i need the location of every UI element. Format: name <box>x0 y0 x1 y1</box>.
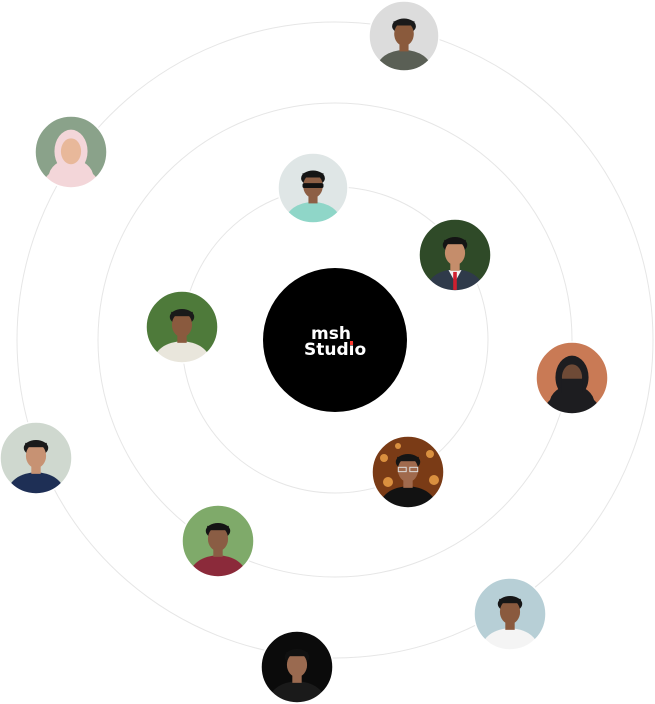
avatar-border <box>371 435 445 509</box>
avatar-sunglasses[interactable] <box>277 152 349 241</box>
avatar-shoulders <box>153 341 211 363</box>
avatar-face <box>25 443 47 469</box>
avatar-hair-fringe <box>25 442 47 448</box>
studio-logo[interactable]: msh Studio <box>263 268 407 412</box>
avatar-bokeh[interactable] <box>371 435 445 526</box>
team-avatars <box>0 0 609 704</box>
avatar-border <box>277 152 349 224</box>
avatar-shoulders <box>285 202 341 223</box>
avatar-border <box>34 115 108 189</box>
avatar-border <box>145 290 219 364</box>
logo-accent-mark <box>350 341 353 345</box>
avatar-hair-fringe <box>286 651 308 657</box>
orbit-ring-middle <box>97 102 573 578</box>
bokeh-light <box>380 454 388 462</box>
avatar-border <box>368 0 440 72</box>
avatar-hair-fringe <box>302 173 324 178</box>
avatar-border <box>473 577 547 651</box>
avatar-neck <box>177 331 187 343</box>
avatar-neck <box>403 476 413 488</box>
avatar-neck <box>399 40 409 52</box>
bokeh-light <box>429 475 439 485</box>
avatar-tie <box>453 271 457 290</box>
avatar-white-tee[interactable] <box>473 577 547 668</box>
avatar-shoulders <box>7 472 65 494</box>
avatar-shoulders <box>376 50 432 71</box>
bokeh-light <box>395 443 401 449</box>
avatar-border <box>418 218 492 292</box>
avatar-face <box>171 312 193 338</box>
avatar-hair-fringe <box>171 311 193 317</box>
avatar-niqab[interactable] <box>535 341 609 432</box>
avatar-border <box>260 630 334 704</box>
avatar-shoulders <box>189 555 247 577</box>
logo-line-1: msh <box>311 324 351 344</box>
avatar-hair-fringe <box>397 456 419 462</box>
avatar-face-veil <box>561 378 583 394</box>
avatar-face <box>397 457 419 483</box>
avatar-shoulders <box>481 628 539 650</box>
avatar-hijab-pink[interactable] <box>34 115 108 206</box>
avatar-sunglasses <box>302 183 324 188</box>
avatar-suit-red-tie[interactable] <box>418 218 492 309</box>
avatar-hair-fringe <box>393 21 415 26</box>
avatar-neck <box>31 462 41 474</box>
avatar-glasses-right <box>409 466 419 473</box>
avatar-hair-fringe <box>444 239 466 245</box>
avatar-border <box>535 341 609 415</box>
avatar-hair-fringe <box>499 598 521 604</box>
avatar-face <box>444 240 466 266</box>
avatar-top[interactable] <box>368 0 440 89</box>
avatar-shoulders <box>268 681 326 703</box>
avatar-face <box>286 652 308 678</box>
avatar-headscarf-drape <box>48 159 94 188</box>
avatar-border <box>181 504 255 578</box>
avatar-blazer-left[interactable] <box>0 421 73 512</box>
avatar-glasses-left <box>397 466 407 473</box>
avatar-bottom-dark[interactable] <box>260 630 334 704</box>
logo-disc <box>263 268 407 412</box>
avatar-plaid[interactable] <box>181 504 255 595</box>
avatar-shoulders <box>379 486 437 508</box>
avatar-hair-fringe <box>207 525 229 531</box>
orbit-ring-outer <box>16 21 654 659</box>
avatar-face <box>207 526 229 552</box>
avatar-face <box>60 138 82 165</box>
bokeh-light <box>383 477 393 487</box>
avatar-face <box>499 599 521 625</box>
logo-line-2: Studio <box>304 340 366 360</box>
avatar-face <box>394 22 414 46</box>
avatar-green-bg[interactable] <box>145 290 219 381</box>
avatar-border <box>0 421 73 495</box>
bokeh-light <box>426 450 434 458</box>
avatar-neck <box>450 259 460 271</box>
